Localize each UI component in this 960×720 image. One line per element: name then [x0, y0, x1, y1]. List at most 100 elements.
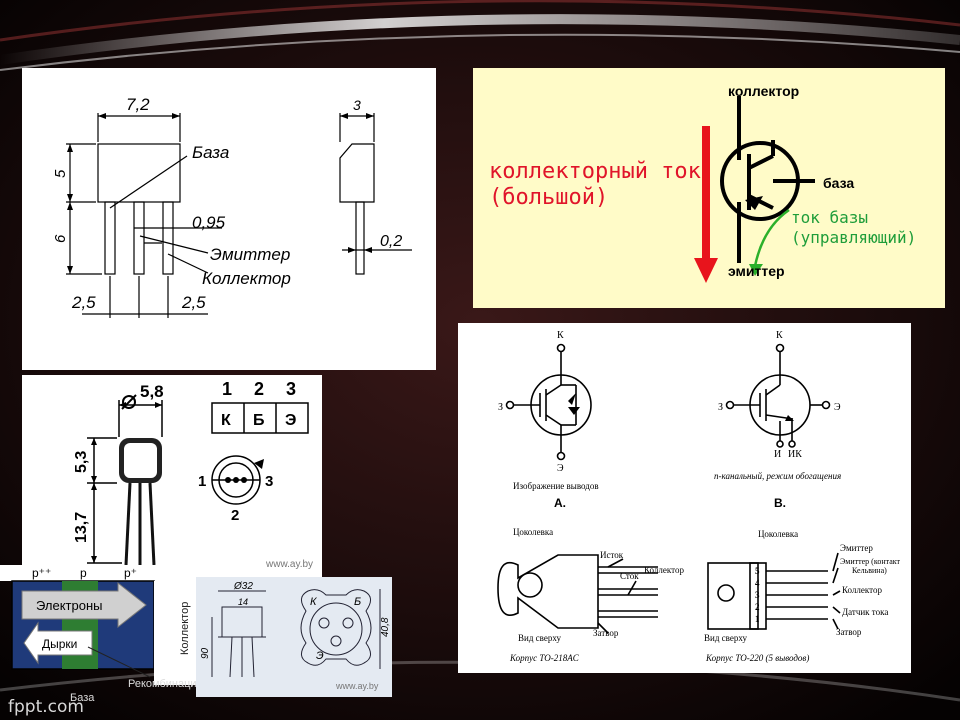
l-label-istok: Исток [600, 550, 624, 560]
package-dimension-drawing: 7,2 3 5 6 База 0,95 0,2 Эмиттер Коллекто… [22, 68, 436, 370]
l-label-zatvor: Затвор [593, 628, 619, 638]
background-streak [0, 33, 960, 71]
bottom-pin-2: 2 [231, 507, 239, 524]
label-recombination: Рекомбинация [128, 678, 196, 690]
label-collector-vertical: Коллектор [179, 602, 191, 655]
background-streak [0, 14, 960, 65]
label-collector: коллектор [728, 83, 799, 99]
holes-arrow [23, 621, 93, 665]
label-p-mid: p [80, 566, 87, 580]
a-pin-e: Э [557, 463, 564, 474]
watermark: www.ay.by [265, 559, 313, 570]
pin-number-1: 1 [222, 379, 232, 399]
r-label-zatvor: Затвор [836, 627, 862, 637]
collector-current-label: коллекторный ток [489, 159, 701, 184]
r-label-kollektor-2: Коллектор [842, 585, 882, 595]
socket-left: Цоколевка [513, 527, 553, 537]
electrons-arrow [21, 581, 147, 629]
r-pin-4: 4 [755, 578, 760, 588]
collector-current-arrow [702, 126, 710, 266]
dim-diameter: 5,8 [140, 382, 164, 401]
dim-height-body: 5,3 [73, 451, 90, 473]
b-pin-z: З [718, 402, 723, 413]
pin-number-3: 3 [286, 379, 296, 399]
b-pin-k: К [776, 330, 783, 341]
dim-vertical: 40,8 [380, 617, 391, 637]
dim-pitch-right: 2,5 [181, 293, 206, 312]
dim-pin-spacing: 14 [238, 597, 248, 607]
base-current-arrow [753, 208, 790, 267]
b-pin-ik: ИК [788, 449, 802, 460]
igbt-symbols-and-pinouts: К З Э Изображение выводов A. К З Э И ИК … [458, 323, 911, 673]
collector-current-sublabel: (большой) [489, 185, 608, 210]
package-body [97, 143, 181, 203]
label-base: База [70, 692, 95, 704]
package-side-view [339, 143, 375, 203]
r-pin-5: 5 [755, 566, 760, 576]
a-pin-k: К [557, 330, 564, 341]
transistor-current-diagram: коллектор база эмиттер коллекторный ток … [473, 68, 945, 308]
carrier-flow-diagram: p⁺⁺ p p⁺ Электроны Дырки Рекомбинация Ба… [0, 565, 196, 705]
dim-height: 90 [200, 647, 211, 659]
footer-brand: fppt.com [8, 697, 84, 717]
dim-lead-thickness: 0,2 [380, 233, 402, 250]
l-label-stok: Сток [620, 571, 639, 581]
label-holes: Дырки [42, 637, 77, 651]
can-bottom-view [300, 589, 372, 666]
label-base: База [192, 143, 229, 162]
r-label-emitter: Эмиттер [840, 543, 873, 553]
watermark: www.ay.by [335, 681, 379, 691]
pin-letter-k: К [221, 412, 231, 429]
dim-height-leads: 13,7 [73, 512, 90, 543]
dim-diameter: Ø32 [233, 581, 253, 592]
b-caption: n-канальный, режим обогащения [714, 471, 841, 481]
to92-package-pinout: 5,8 1 2 3 К Б Э 5,3 13,7 1 3 2 www.ay.by [22, 375, 322, 580]
lead-emitter [104, 201, 116, 275]
dim-height-leads: 6 [52, 234, 69, 243]
label-emitter: Эмиттер [210, 245, 290, 264]
label-collector: Коллектор [202, 269, 291, 288]
dim-height-top: 5 [52, 169, 69, 178]
lead-collector [162, 201, 174, 275]
l-label-case: Корпус TO-218AC [509, 653, 580, 663]
r-label-view: Вид сверху [704, 633, 747, 643]
r-label-datchik: Датчик тока [842, 607, 888, 617]
bottom-pin-3: 3 [265, 473, 273, 490]
label-p-left: p⁺⁺ [32, 566, 51, 580]
r-label-emitter-kelvin-2: Кельвина) [852, 566, 887, 575]
pin-number-2: 2 [254, 379, 264, 399]
pin-letter-b: Б [354, 596, 361, 608]
base-current-label: ток базы [791, 208, 868, 227]
l-label-view: Вид сверху [518, 633, 561, 643]
to218-package [497, 554, 599, 629]
dim-pitch-left: 2,5 [71, 293, 96, 312]
a-pin-z: З [498, 402, 503, 413]
a-caption: Изображение выводов [513, 481, 599, 491]
a-letter: A. [554, 496, 566, 510]
dim-width: 7,2 [126, 95, 150, 114]
b-pin-e: Э [834, 402, 841, 413]
b-letter: B. [774, 496, 786, 510]
base-current-sublabel: (управляющий) [791, 228, 916, 247]
socket-right: Цоколевка [758, 529, 798, 539]
lead-base [133, 201, 145, 275]
r-label-kollektor: Коллектор [644, 565, 684, 575]
to220-package [707, 562, 759, 630]
r-label-case: Корпус TO-220 (5 выводов) [705, 653, 809, 663]
background-streak [0, 0, 960, 42]
r-pin-2: 2 [755, 602, 760, 612]
r-pin-3: 3 [755, 590, 760, 600]
label-electrons: Электроны [36, 598, 103, 613]
metal-can-transistor-drawing: Ø32 14 90 К Б Э 40,8 www.ay.by [196, 577, 392, 697]
b-pin-i: И [774, 449, 781, 460]
bottom-pin-1: 1 [198, 473, 206, 490]
label-base: база [823, 175, 854, 191]
pin-letter-b: Б [253, 412, 265, 429]
dim-lead-width: 0,95 [192, 213, 226, 232]
label-p-right: p⁺ [124, 566, 137, 580]
can-body [221, 606, 263, 638]
r-label-emitter-kelvin-1: Эмиттер (контакт [840, 557, 901, 566]
pin-letter-k: К [310, 596, 317, 608]
r-pin-1: 1 [755, 614, 760, 624]
pin-letter-e: Э [285, 412, 296, 429]
